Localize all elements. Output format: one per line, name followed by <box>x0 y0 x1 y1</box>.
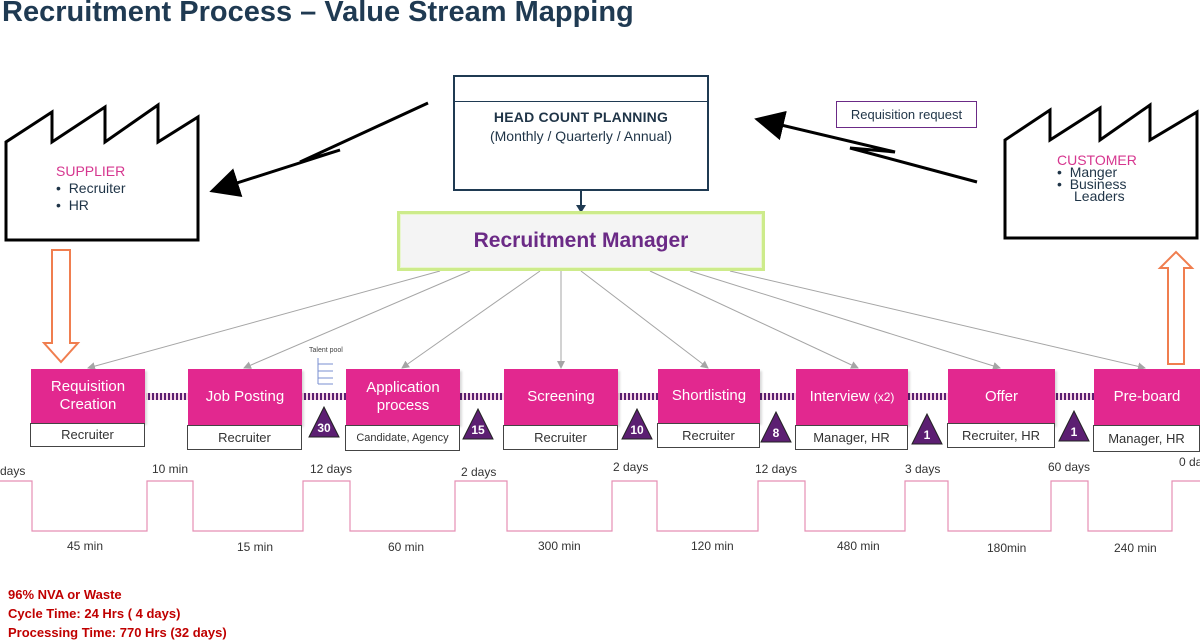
process-box: Screening <box>504 369 618 425</box>
supplier-title: SUPPLIER <box>56 163 126 179</box>
inventory-count: 1 <box>1070 425 1078 439</box>
role-box: Recruiter <box>657 423 760 448</box>
role-box: Candidate, Agency <box>345 425 460 451</box>
role-box: Recruiter <box>503 425 618 450</box>
inventory-count: 30 <box>317 421 331 435</box>
supplier-item: • Recruiter <box>56 180 126 196</box>
talent-pool-label: Talent pool <box>309 347 343 354</box>
customer-item: Leaders <box>1074 188 1125 204</box>
process-time-label: 300 min <box>538 539 581 553</box>
process-box: Shortlisting <box>658 369 760 423</box>
talent-pool-icon <box>317 358 333 385</box>
wait-time-label: 2 days <box>613 460 649 474</box>
role-box: Manager, HR <box>795 425 908 450</box>
process-time-label: 240 min <box>1114 541 1157 555</box>
process-time-label: 180min <box>987 541 1027 555</box>
head-count-planning-subtitle: (Monthly / Quarterly / Annual) <box>489 128 673 144</box>
customer-item: • Manger <box>1057 164 1118 180</box>
supplier-item: • HR <box>56 197 89 213</box>
wait-time-label: 3 days <box>905 462 941 476</box>
customer-title: CUSTOMER <box>1057 152 1137 168</box>
role-box: Recruiter <box>187 425 302 450</box>
supplier-factory <box>4 102 200 242</box>
customer-factory <box>1003 102 1199 240</box>
wait-time-label: 0 da <box>1179 455 1200 469</box>
process-time-label: 60 min <box>388 540 425 554</box>
info-arrow-to-supplier <box>209 101 429 197</box>
role-box: Manager, HR <box>1093 425 1200 452</box>
process-time-label: 480 min <box>837 539 880 553</box>
inventory-triangles <box>308 405 1090 445</box>
summary-cycle-time: Cycle Time: 24 Hrs ( 4 days) <box>8 606 181 621</box>
inventory-count: 10 <box>630 423 644 437</box>
process-time-label: 120 min <box>691 539 734 553</box>
info-arrow-from-customer <box>754 110 978 184</box>
page-title: Recruitment Process – Value Stream Mappi… <box>2 0 634 28</box>
customer-item: • Business <box>1057 176 1127 192</box>
process-name: Interview <box>809 388 870 405</box>
wait-time-label: 12 days <box>310 462 353 476</box>
process-suffix: (x2) <box>873 390 895 404</box>
recruitment-manager-box: Recruitment Manager <box>397 211 765 271</box>
process-time-label: 15 min <box>237 540 274 554</box>
wait-time-label: 10 min <box>152 462 189 476</box>
inventory-count: 15 <box>471 423 485 437</box>
process-box: Application process <box>346 369 460 425</box>
summary-nva: 96% NVA or Waste <box>8 587 122 602</box>
head-count-planning-title: HEAD COUNT PLANNING <box>493 109 669 125</box>
timeline-line <box>0 480 1200 532</box>
wait-time-label: days <box>0 464 26 478</box>
role-box: Recruiter, HR <box>947 423 1055 448</box>
requisition-request-label: Requisition request <box>836 101 977 128</box>
summary-block: 96% NVA or Waste Cycle Time: 24 Hrs ( 4 … <box>8 585 227 642</box>
process-box: Offer <box>948 369 1055 425</box>
customer-label: CUSTOMER • Manger • Business Leaders <box>1057 152 1137 204</box>
supplier-down-arrow <box>41 249 81 364</box>
wait-time-label: 12 days <box>755 462 798 476</box>
process-box: Interview (x2) <box>796 369 908 425</box>
process-box: Pre-board <box>1094 369 1200 425</box>
manager-connectors <box>87 270 1146 371</box>
role-box: Recruiter <box>30 423 145 447</box>
process-box: Requisition Creation <box>31 369 145 423</box>
summary-processing-time: Processing Time: 770 Hrs (32 days) <box>8 625 227 640</box>
supplier-label: SUPPLIER • Recruiter • HR <box>56 163 125 214</box>
inventory-count: 8 <box>772 426 780 440</box>
wait-time-label: 60 days <box>1048 460 1091 474</box>
head-count-planning-box: HEAD COUNT PLANNING (Monthly / Quarterly… <box>453 75 709 191</box>
process-box: Job Posting <box>188 369 302 425</box>
wait-time-label: 2 days <box>461 465 497 479</box>
customer-up-arrow <box>1157 250 1195 365</box>
inventory-count: 1 <box>923 428 931 442</box>
process-time-label: 45 min <box>67 539 104 553</box>
push-arrows <box>146 393 1094 400</box>
